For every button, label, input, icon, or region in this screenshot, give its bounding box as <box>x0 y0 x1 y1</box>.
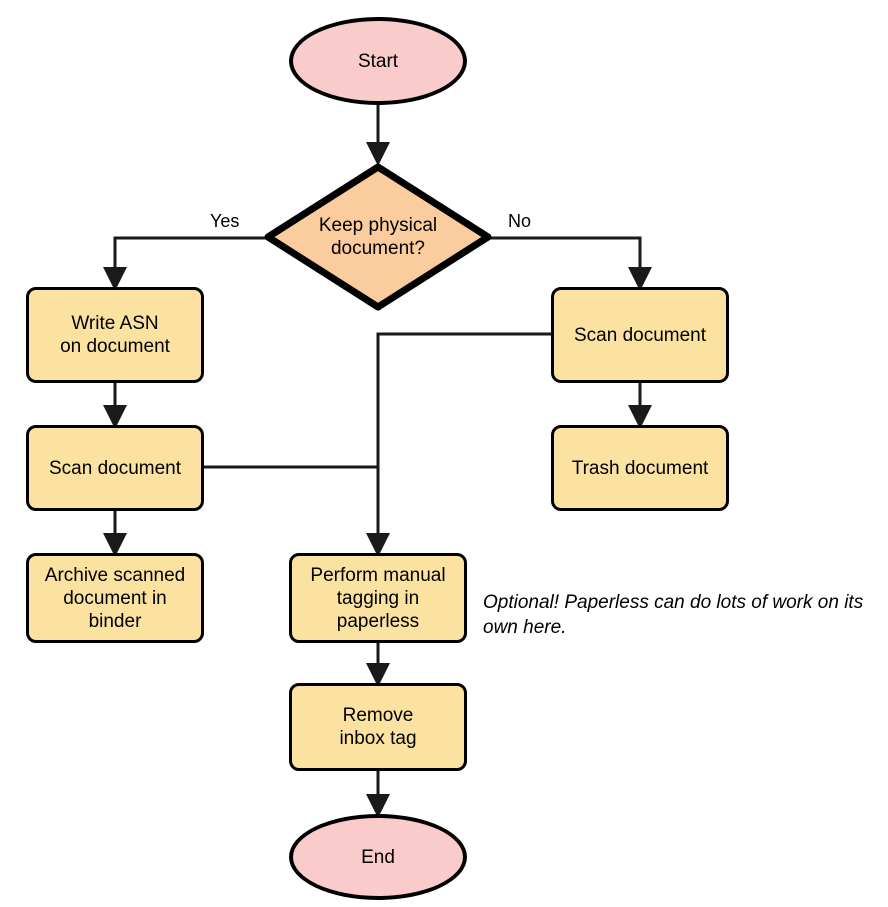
node-archive-scanned-document[interactable]: Archive scanned document in binder <box>26 553 204 643</box>
node-trash-document-label: Trash document <box>571 457 709 479</box>
edge-label-yes: Yes <box>210 211 240 231</box>
node-scan-document-left[interactable]: Scan document <box>26 425 204 511</box>
node-trash-document[interactable]: Trash document <box>551 425 729 511</box>
node-scan-document-left-label: Scan document <box>48 457 182 479</box>
node-write-asn-label: Write ASN on document <box>60 313 170 357</box>
node-decision-keep-physical-document[interactable]: Keep physical document? <box>264 163 492 311</box>
edge-decision-yes-to-write-asn <box>103 236 266 291</box>
diamond-shape-icon <box>264 163 492 311</box>
node-remove-inbox-tag-label: Remove inbox tag <box>339 705 417 749</box>
node-perform-manual-tagging[interactable]: Perform manual tagging in paperless <box>289 553 467 643</box>
node-remove-inbox-tag[interactable]: Remove inbox tag <box>289 683 467 771</box>
node-start-label: Start <box>357 50 399 72</box>
node-scan-document-right-label: Scan document <box>573 324 707 346</box>
node-archive-label: Archive scanned document in binder <box>44 564 186 632</box>
node-end-label: End <box>361 846 395 868</box>
node-scan-document-right[interactable]: Scan document <box>551 287 729 383</box>
edge-scan-right-to-tagging <box>366 332 551 557</box>
node-start[interactable]: Start <box>289 17 467 105</box>
edge-label-no: No <box>508 211 532 231</box>
edge-decision-no-to-scan-right <box>490 236 652 291</box>
annotation-optional-note: Optional! Paperless can do lots of work … <box>483 592 864 638</box>
node-tagging-label: Perform manual tagging in paperless <box>310 564 446 632</box>
node-write-asn-on-document[interactable]: Write ASN on document <box>26 287 204 383</box>
node-decision-label: Keep physical document? <box>318 215 438 259</box>
node-end[interactable]: End <box>289 814 467 900</box>
